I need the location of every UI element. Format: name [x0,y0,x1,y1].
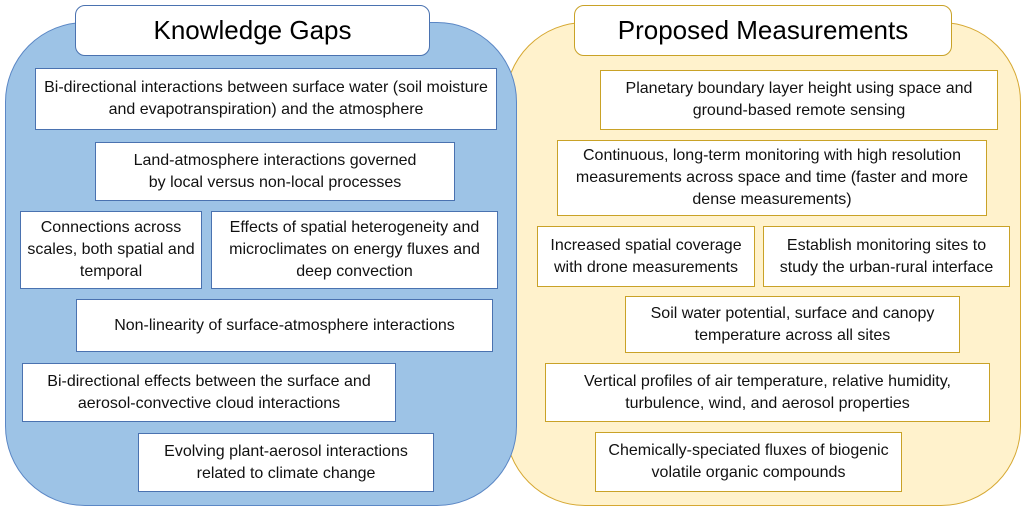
knowledge-gap-box: Connections across scales, both spatial … [20,211,202,289]
measurement-box: Soil water potential, surface and canopy… [625,296,960,353]
knowledge-gap-box: Effects of spatial heterogeneity and mic… [211,211,498,289]
knowledge-gap-box: Land-atmosphere interactions governed by… [95,142,455,201]
knowledge-gap-box: Bi-directional interactions between surf… [35,68,497,130]
measurement-box: Establish monitoring sites to study the … [763,226,1010,287]
measurement-box: Chemically-speciated fluxes of biogenic … [595,432,902,492]
proposed-measurements-title: Proposed Measurements [574,5,952,56]
measurement-box: Continuous, long-term monitoring with hi… [557,140,987,216]
measurement-box: Increased spatial coverage with drone me… [537,226,755,287]
knowledge-gaps-title: Knowledge Gaps [75,5,430,56]
knowledge-gap-box: Bi-directional effects between the surfa… [22,363,396,422]
measurement-box: Vertical profiles of air temperature, re… [545,363,990,422]
knowledge-gap-box: Non-linearity of surface-atmosphere inte… [76,299,493,352]
knowledge-gap-box: Evolving plant-aerosol interactions rela… [138,433,434,492]
measurement-box: Planetary boundary layer height using sp… [600,70,998,130]
